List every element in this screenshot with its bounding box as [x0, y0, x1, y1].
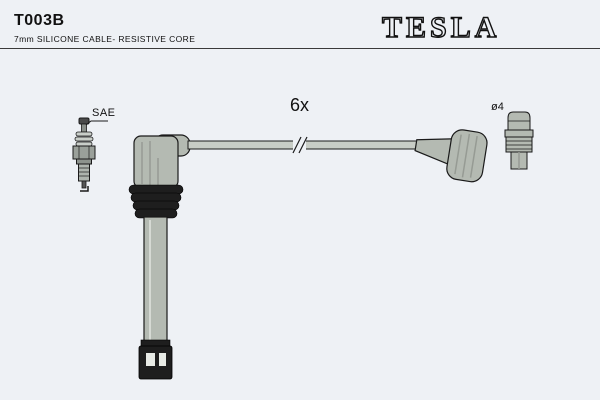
- coil-boot-illustration: [414, 129, 488, 183]
- quantity-label: 6x: [290, 95, 310, 115]
- part-number: T003B: [14, 12, 65, 29]
- spark-plug-size-label: SAE: [92, 107, 116, 119]
- header-divider: [0, 48, 600, 49]
- spark-plug-illustration: [72, 117, 96, 192]
- brand-logo-text: TESLA: [382, 11, 500, 44]
- cable-wire-illustration: [187, 136, 419, 154]
- spark-plug-boot-illustration: [128, 134, 191, 380]
- sae-leader-line: [85, 120, 108, 126]
- cable-spec-subtitle: 7mm SILICONE CABLE- RESISTIVE CORE: [14, 34, 196, 44]
- brand-logo: TESLA: [381, 10, 500, 44]
- terminal-connector-illustration: [504, 111, 534, 170]
- wire-break-gap: [293, 138, 306, 152]
- connector-diameter-label: ø4: [491, 101, 504, 113]
